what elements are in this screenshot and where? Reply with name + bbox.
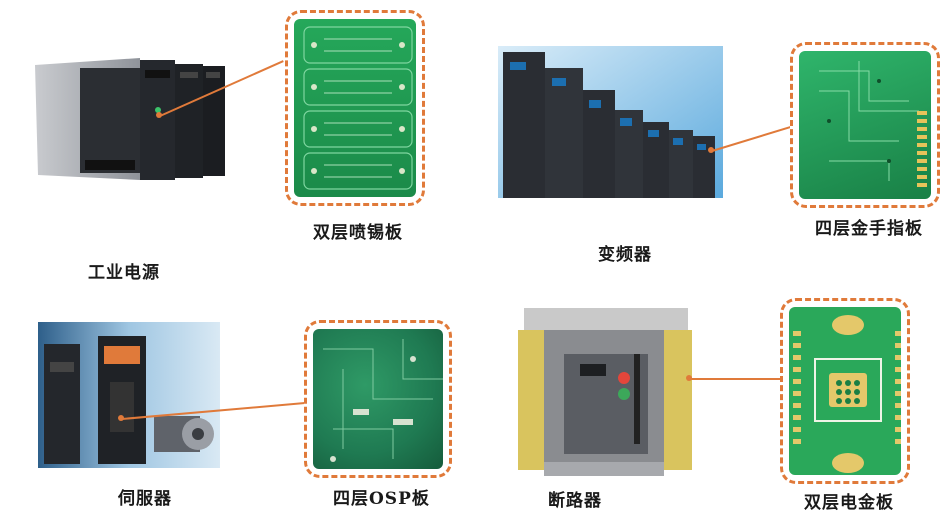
pcb-board-image [780,298,910,484]
pcb-board-image [304,320,452,478]
product-label: 变频器 [598,245,652,265]
board-label: 四层金手指板 [815,219,923,239]
inverter-image [498,46,723,198]
connector-line [690,378,785,380]
product-label: 工业电源 [88,263,160,283]
circuit-breaker-image [514,294,698,480]
board-label: 双层喷锡板 [313,223,403,243]
industrial-power-supply-image [30,50,230,190]
connector-dot [118,415,124,421]
product-label: 断路器 [548,491,602,511]
product-label: 伺服器 [118,489,172,509]
connector-dot [156,112,162,118]
pcb-board-image [790,42,940,208]
connector-dot [708,147,714,153]
board-label: 双层电金板 [804,493,894,513]
board-label: 四层OSP板 [333,489,430,509]
pcb-board-image [285,10,425,206]
connector-line [711,124,797,152]
connector-dot [686,375,692,381]
servo-drive-image [38,322,220,468]
